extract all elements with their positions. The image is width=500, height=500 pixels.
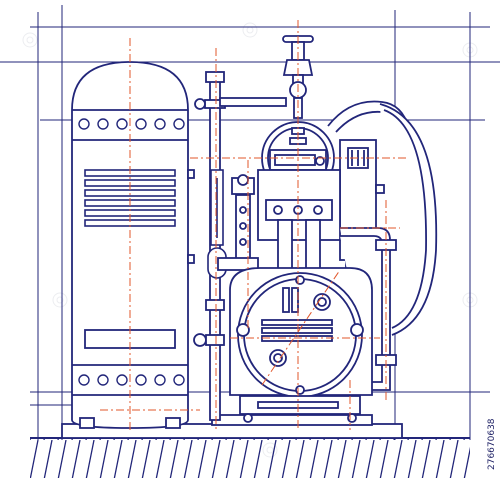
sight-glass	[207, 169, 227, 279]
center-lines	[100, 20, 408, 430]
tank-bolts-top	[78, 118, 185, 130]
stock-watermark-icon	[242, 22, 258, 38]
crankcase	[229, 267, 373, 398]
ground-hatch	[30, 437, 470, 478]
receiver-tank	[71, 61, 195, 429]
stock-watermark-icon	[52, 292, 68, 308]
stock-watermark-icon	[22, 32, 38, 48]
stock-image-id: 276670638	[487, 418, 497, 470]
tank-bolts-bottom	[78, 374, 185, 386]
motor-housing	[327, 100, 438, 336]
